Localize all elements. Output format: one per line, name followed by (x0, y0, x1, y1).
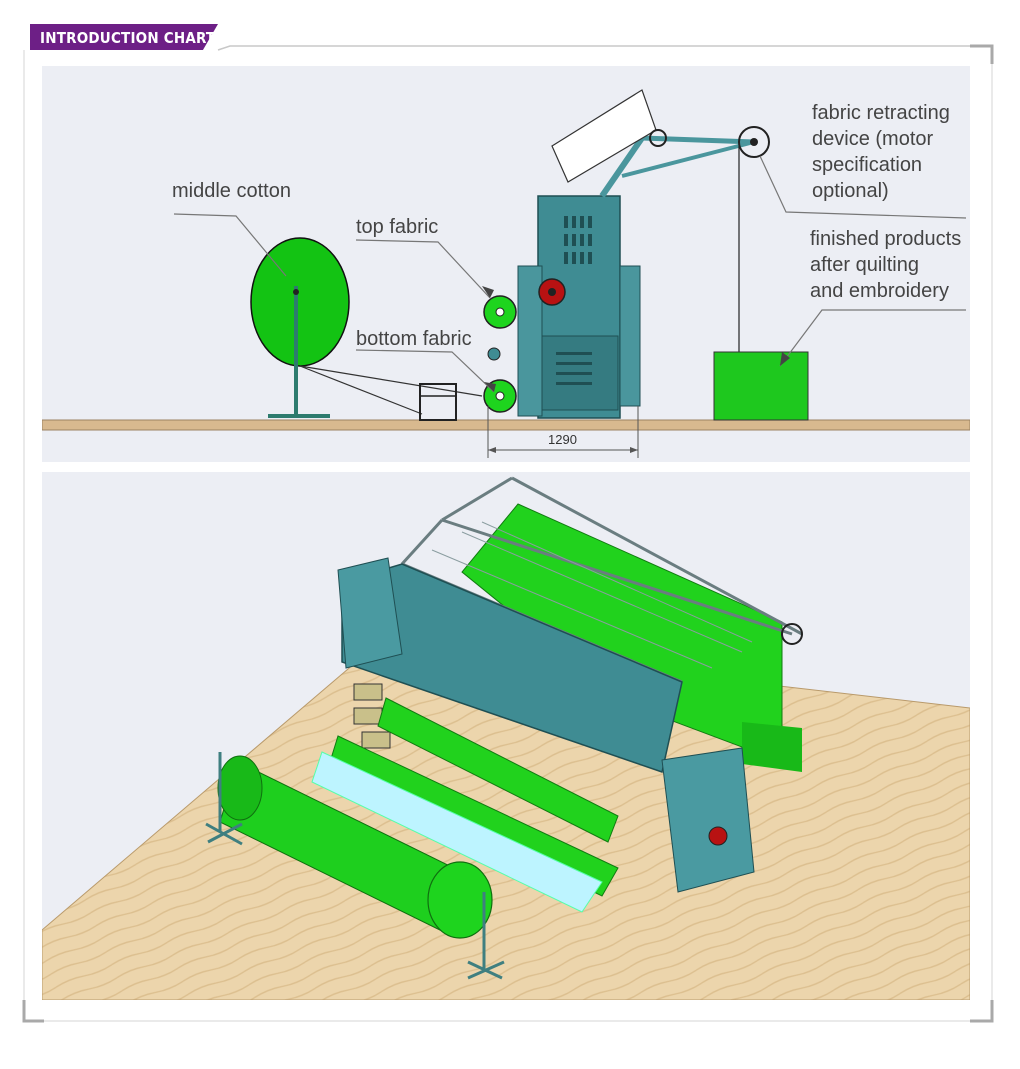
label-fabric-retracting-2: device (motor (812, 128, 934, 150)
quilting-machine-side (483, 89, 770, 419)
side-view-panel: middle cotton top fabric bottom fabric f… (42, 66, 970, 462)
label-top-fabric: top fabric (356, 216, 439, 238)
label-finished-1: finished products (810, 228, 962, 250)
front-cotton-roll (217, 755, 493, 939)
label-fabric-retracting-4: optional) (812, 180, 889, 202)
dimension-1290 (487, 406, 639, 458)
middle-cotton-roll (250, 237, 350, 418)
header-tab (30, 24, 218, 50)
finished-products-box (713, 351, 809, 421)
perspective-view-panel (42, 472, 970, 1000)
perspective-view-drawing (42, 476, 970, 1000)
feed-table (419, 383, 457, 421)
roll-stands (205, 752, 505, 980)
label-middle-cotton: middle cotton (172, 180, 291, 202)
label-fabric-retracting-1: fabric retracting (812, 102, 950, 124)
label-bottom-fabric: bottom fabric (356, 328, 472, 350)
dimension-label: 1290 (548, 432, 577, 447)
side-view-drawing (42, 89, 970, 458)
finished-product-block (461, 503, 783, 763)
label-finished-2: after quilting (810, 254, 919, 276)
leader-lines (173, 155, 967, 393)
front-rollers (311, 697, 619, 913)
machine-body (341, 563, 683, 773)
label-finished-3: and embroidery (810, 280, 949, 302)
header-title: INTRODUCTION CHART (40, 29, 216, 47)
label-fabric-retracting-3: specification (812, 154, 923, 176)
